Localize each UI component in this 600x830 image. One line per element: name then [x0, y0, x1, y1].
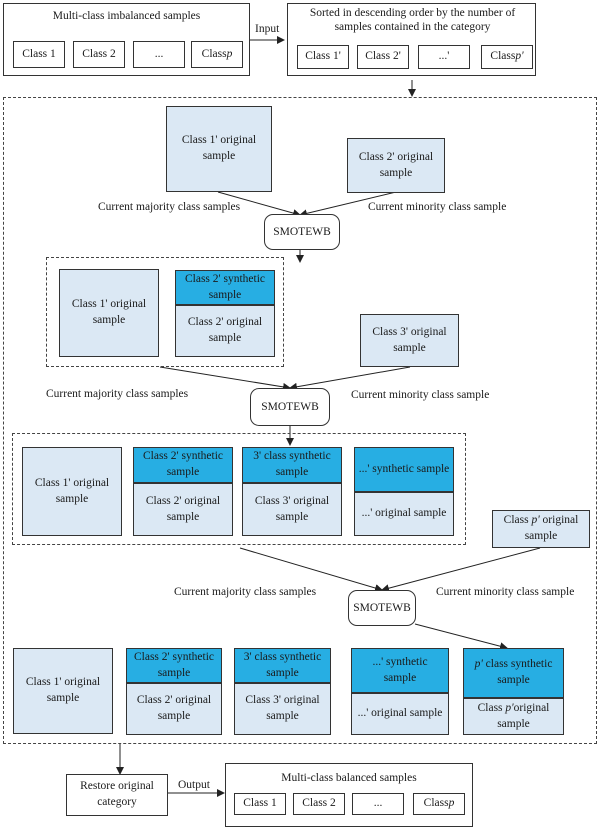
- stage3-to-p-arrow: [414, 623, 508, 651]
- stage2-minority-node: Class 3' original sample: [360, 314, 459, 367]
- restore-node: Restore original category: [66, 774, 168, 816]
- input-class-1: Class 1: [13, 41, 65, 68]
- stage3-smotewb: SMOTEWB: [348, 590, 416, 626]
- stage2-group: [46, 257, 284, 367]
- stage2-minority-label: Current minority class sample: [351, 389, 490, 401]
- sorted-class-1: Class 1': [297, 45, 349, 69]
- stage4-synN-node: ...' synthetic sample: [351, 648, 449, 693]
- stage2-synthetic-node: Class 2' synthetic sample: [175, 270, 275, 305]
- stage3-origN-node: ...' original sample: [354, 492, 454, 536]
- stage3-minority-node: Class p' original sample: [492, 510, 590, 548]
- stage3-majority-label: Current majority class samples: [174, 586, 317, 598]
- stage4-syn2-node: Class 2' synthetic sample: [126, 648, 222, 683]
- output-class-ellipsis: ...: [352, 793, 404, 815]
- stage1-majority-line: [217, 191, 301, 217]
- stage4-synP-node: p' class synthetic sample: [463, 648, 564, 698]
- sorted-box: Sorted in descending order by the number…: [287, 3, 536, 76]
- sorted-box-title: Sorted in descending order by the number…: [309, 7, 516, 34]
- input-class-ellipsis: ...: [133, 41, 185, 68]
- stage3-synN-node: ...' synthetic sample: [354, 447, 454, 492]
- output-box-title: Multi-class balanced samples: [281, 772, 417, 784]
- input-class-p: Class p: [191, 41, 243, 68]
- stage3-syn3-node: 3' class synthetic sample: [242, 447, 342, 483]
- output-class-2: Class 2: [293, 793, 345, 815]
- stage2-majority-label: Current majority class samples: [46, 388, 189, 400]
- stage3-original-node: Class 1' original sample: [22, 447, 122, 536]
- stage4-origN-node: ...' original sample: [351, 693, 449, 735]
- stage3-minority-line: [381, 547, 541, 593]
- stage2-smotewb: SMOTEWB: [250, 388, 330, 426]
- output-label: Output: [178, 779, 210, 791]
- input-box-title: Multi-class imbalanced samples: [52, 10, 201, 22]
- stage1-smotewb: SMOTEWB: [264, 214, 340, 250]
- stage2-majority-line: [159, 366, 291, 391]
- stage4-syn3-node: 3' class synthetic sample: [234, 648, 331, 683]
- input-class-2: Class 2: [73, 41, 125, 68]
- stage3-orig3-node: Class 3' original sample: [242, 483, 342, 536]
- process-region: [3, 97, 597, 744]
- sorted-class-ellipsis: ...': [418, 45, 470, 69]
- stage3-group: [12, 433, 466, 545]
- input-label: Input: [255, 23, 280, 35]
- stage1-minority-label: Current minority class sample: [368, 201, 507, 213]
- stage1-minority-node: Class 2' original sample: [347, 138, 445, 193]
- stage3-majority-line: [239, 547, 383, 592]
- stage2-original-node: Class 1' original sample: [59, 269, 159, 357]
- sorted-class-p: Class p': [481, 45, 533, 69]
- output-box: Multi-class balanced samples Class 1 Cla…: [225, 763, 473, 827]
- stage4-orig2-node: Class 2' original sample: [126, 683, 222, 735]
- stage4-original-node: Class 1' original sample: [13, 648, 113, 734]
- stage4-origP-node: Class p'original sample: [463, 698, 564, 735]
- output-class-1: Class 1: [234, 793, 286, 815]
- stage3-minority-label: Current minority class sample: [436, 586, 575, 598]
- input-box: Multi-class imbalanced samples Class 1 C…: [3, 3, 250, 76]
- stage3-orig2-node: Class 2' original sample: [133, 483, 233, 536]
- sorted-class-2: Class 2': [357, 45, 409, 69]
- stage1-majority-label: Current majority class samples: [98, 201, 241, 213]
- stage1-minority-line: [299, 191, 397, 218]
- stage4-orig3-node: Class 3' original sample: [234, 683, 331, 735]
- stage2-original2-node: Class 2' original sample: [175, 305, 275, 357]
- stage3-syn2-node: Class 2' synthetic sample: [133, 447, 233, 483]
- output-class-p: Class p: [413, 793, 465, 815]
- stage1-majority-node: Class 1' original sample: [166, 106, 272, 192]
- stage2-minority-line: [289, 366, 411, 391]
